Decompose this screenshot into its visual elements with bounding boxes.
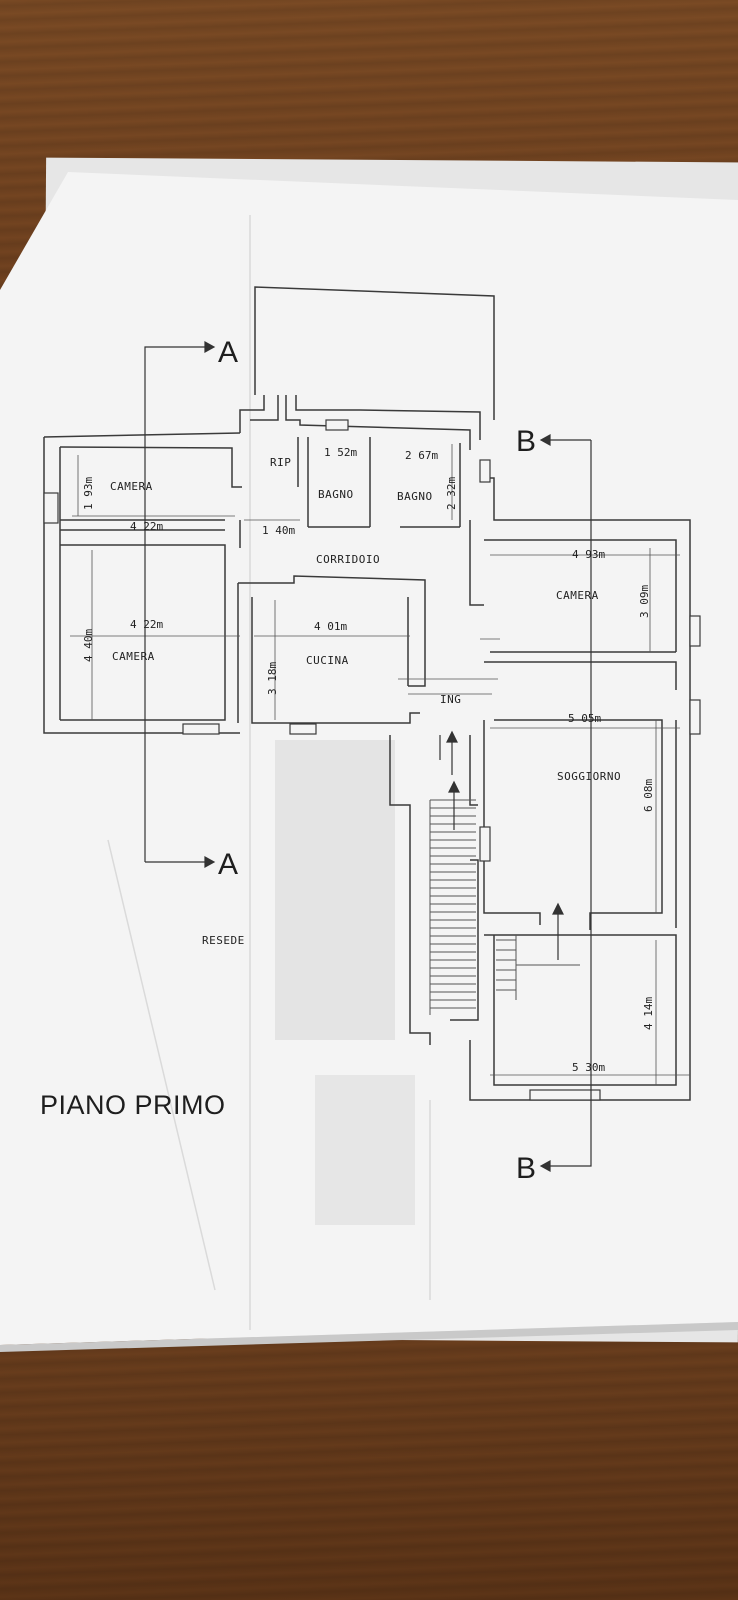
- dim-bagno-1-width: 1 52m: [324, 446, 357, 459]
- room-label-rip: RIP: [270, 456, 291, 469]
- room-label-camera-w: CAMERA: [112, 650, 155, 663]
- dim-bagno-2-depth: 2 32m: [445, 477, 458, 510]
- section-label-a-top: A: [218, 336, 238, 369]
- room-label-bagno-2: BAGNO: [397, 490, 433, 503]
- dim-camera-nw-width: 4 22m: [130, 520, 163, 533]
- dim-camera-ne-width: 4 93m: [572, 548, 605, 561]
- section-lines: [144, 340, 592, 1173]
- dim-camera-w-width: 4 22m: [130, 618, 163, 631]
- room-label-camera-ne: CAMERA: [556, 589, 599, 602]
- dim-bagno-2-width: 2 67m: [405, 449, 438, 462]
- paper-shadow-edge: [0, 1322, 738, 1352]
- room-label-resede: RESEDE: [202, 934, 245, 947]
- dim-camera-nw-depth: 1 93m: [82, 477, 95, 510]
- room-label-corridoio: CORRIDOIO: [316, 553, 380, 566]
- staircase: [429, 799, 580, 1015]
- dim-cucina-depth: 3 18m: [266, 662, 279, 695]
- dim-camera-w-depth: 4 40m: [82, 629, 95, 662]
- dim-corridor-width: 1 40m: [262, 524, 295, 537]
- ghost-print: [107, 215, 431, 1330]
- room-label-ingresso: ING: [440, 693, 461, 706]
- stair-direction-arrows: [439, 730, 564, 960]
- section-label-a-bottom: A: [218, 848, 238, 881]
- room-label-bagno-1: BAGNO: [318, 488, 354, 501]
- floor-plan-windows: [43, 419, 701, 1101]
- dim-cucina-width: 4 01m: [314, 620, 347, 633]
- dim-soggiorno-width: 5 05m: [568, 712, 601, 725]
- dim-soggiorno-depth: 6 08m: [642, 779, 655, 812]
- dim-camera-ne-depth: 3 09m: [638, 585, 651, 618]
- floor-plan-walls: [43, 286, 691, 1101]
- room-label-camera-nw: CAMERA: [110, 480, 153, 493]
- dim-south-room-width: 5 30m: [572, 1061, 605, 1074]
- section-label-b-top: B: [516, 425, 536, 458]
- dim-south-room-depth: 4 14m: [642, 997, 655, 1030]
- room-label-cucina: CUCINA: [306, 654, 349, 667]
- plan-title: PIANO PRIMO: [40, 1090, 226, 1120]
- room-label-soggiorno: SOGGIORNO: [557, 770, 621, 783]
- dimension-lines: [70, 444, 690, 1085]
- section-label-b-bottom: B: [516, 1152, 536, 1185]
